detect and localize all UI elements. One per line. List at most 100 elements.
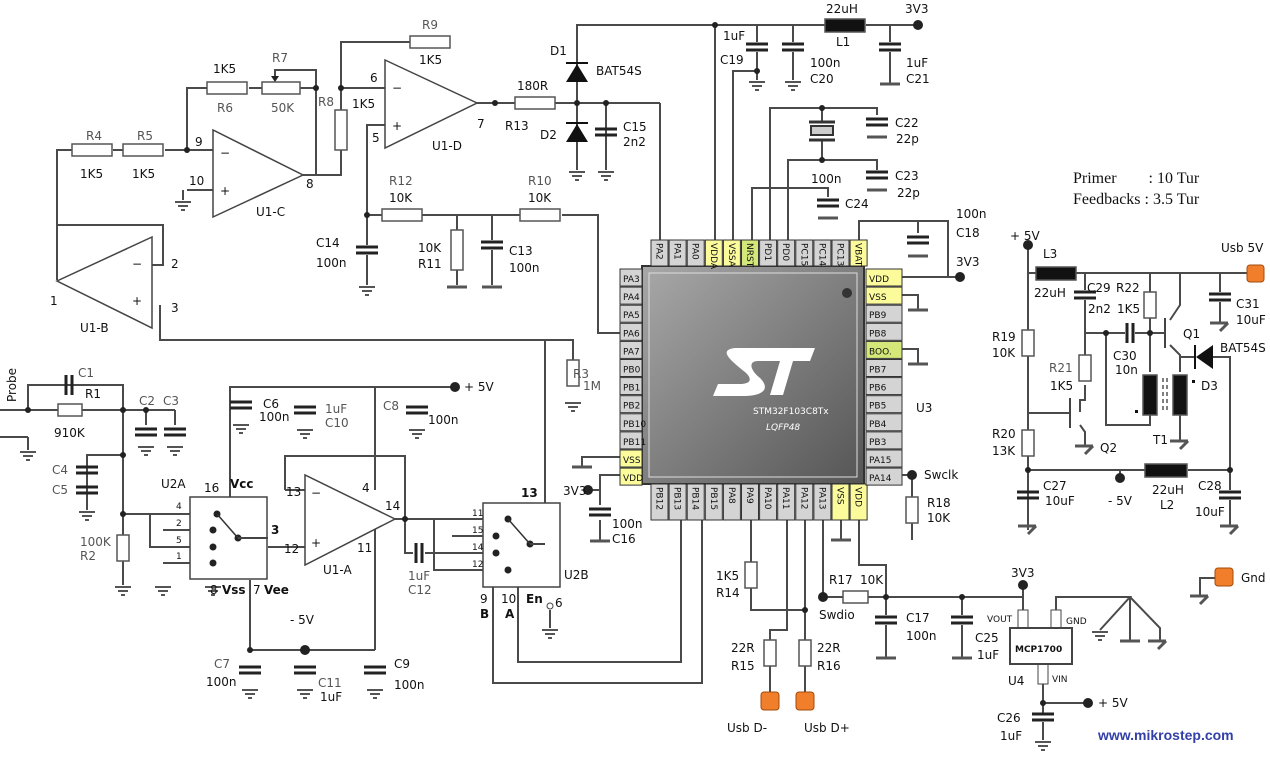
mcu-pin-pa14	[865, 467, 903, 486]
label: 10	[189, 174, 204, 188]
mcu-part: STM32F103C8Tx	[753, 407, 829, 417]
mcu-pin-label: PA11	[780, 487, 790, 509]
mcu-pin-pb9	[865, 304, 903, 323]
label: 100n	[956, 207, 987, 221]
c22-label: C22	[895, 116, 919, 130]
mcu-pin-vbat	[849, 239, 868, 267]
label: 1	[176, 552, 182, 562]
opamps: −+ −+ −+ −+	[55, 58, 479, 567]
mcu-pin-label: PD0	[780, 243, 790, 261]
r12-label: R12	[389, 174, 413, 188]
mcu-package: LQFP48	[766, 423, 800, 433]
svg-text:−: −	[132, 257, 142, 271]
u1a-label: U1-A	[323, 563, 352, 577]
transformer	[1135, 374, 1195, 416]
r2-value: 100K	[80, 535, 112, 549]
transistors	[1069, 318, 1166, 428]
label: 50K	[271, 101, 295, 115]
label: 3V3	[905, 2, 928, 16]
connector-pads[interactable]	[760, 264, 1265, 711]
label: A	[505, 607, 515, 621]
r2-label: R2	[80, 549, 96, 563]
wires	[0, 24, 1255, 740]
analog-switches	[189, 496, 561, 610]
label: 10K	[418, 241, 442, 255]
mcu-body	[641, 265, 865, 485]
c13-label: C13	[509, 244, 533, 258]
mcu-pin-label: PB2	[623, 402, 640, 412]
usb-dm-pad	[760, 691, 780, 711]
mcu-pin-label: PA0	[690, 243, 700, 260]
label: 10uF	[1195, 505, 1225, 519]
label: 100n	[509, 261, 540, 275]
label: 1K5	[352, 97, 375, 111]
label: 10K	[927, 511, 951, 525]
r1-value: 910K	[54, 426, 86, 440]
label: 3V3	[1011, 566, 1034, 580]
note-feedback: Feedbacks : 3.5 Tur	[1073, 191, 1200, 208]
mcu-pin-label: PB7	[869, 366, 886, 376]
r4-label: R4	[86, 129, 102, 143]
c11-label: C11	[318, 676, 342, 690]
svg-text:+: +	[220, 184, 230, 198]
mcu-pin-label: PA4	[623, 293, 640, 303]
label: 100n	[259, 410, 290, 424]
mcu-pin-pa8	[722, 483, 741, 521]
mcu-pin-label: VSS	[835, 487, 845, 505]
mcu-pin-pb6	[865, 377, 903, 396]
mcu-pin-label: BOO.	[869, 347, 892, 357]
c26-label: C26	[997, 711, 1021, 725]
svg-text:−: −	[311, 486, 321, 500]
mcu-pin-pb13	[668, 483, 687, 521]
mcu-pin-label: PA6	[623, 329, 640, 339]
label: 10K	[860, 573, 884, 587]
mcu-pin-pb15	[704, 483, 723, 521]
r16-label: R16	[817, 659, 841, 673]
label: 1K5	[80, 167, 103, 181]
label: 10	[501, 592, 516, 606]
label: 7	[253, 583, 261, 597]
mcu-pin-label: NRST	[744, 243, 754, 268]
mcu-pin-label: PA5	[623, 311, 640, 321]
mcu-pin-pb0	[619, 359, 643, 377]
c1-label: C1	[78, 366, 94, 380]
label: 1	[50, 294, 58, 308]
u2b-label: U2B	[564, 568, 589, 582]
l3-label: L3	[1043, 247, 1057, 261]
c23-label: C23	[895, 169, 919, 183]
c6-label: C6	[263, 397, 279, 411]
c2-label: C2	[139, 394, 155, 408]
label: GND	[1066, 617, 1087, 627]
mcu-pin-label: VDD	[853, 487, 863, 507]
website-link[interactable]: www.mikrostep.com	[1097, 727, 1234, 743]
label: 3V3	[563, 484, 586, 498]
mcu-pin-pa3	[619, 268, 643, 287]
usb-dp-label: Usb D+	[804, 721, 850, 735]
net-p5v: + 5V	[464, 380, 495, 394]
mcu-pin-label: VBAT	[853, 243, 863, 267]
c10-label: C10	[325, 416, 349, 430]
mcu-pin-vss	[865, 286, 903, 305]
label: 1uF	[320, 690, 342, 704]
r14-label: R14	[716, 586, 740, 600]
usb-dp-pad	[795, 691, 815, 711]
u2a-vcc: Vcc	[230, 477, 254, 491]
mcu-pin-label: PA10	[762, 487, 772, 510]
swdio-label: Swdio	[819, 608, 855, 622]
r1-label: R1	[85, 387, 101, 401]
mcu-pin-pa10	[759, 483, 778, 521]
mcu-pin-pc13	[831, 239, 850, 267]
mcu-pin-label: PB9	[869, 311, 887, 321]
mcu-pin-vdd	[865, 268, 903, 287]
mcu-pin-pb2	[619, 395, 643, 414]
u1c-label: U1-C	[256, 205, 285, 219]
mcu-ref: U3	[916, 401, 932, 415]
label: 3	[171, 301, 179, 315]
mcu-pin-label: PB1	[623, 384, 640, 394]
svg-text:+: +	[392, 119, 402, 133]
gnd-pad	[1214, 567, 1234, 587]
mcu-pin-pa6	[619, 322, 643, 341]
mcu-pin-label: PA2	[654, 243, 664, 260]
label: Vee	[264, 583, 289, 597]
label: 1uF	[325, 402, 347, 416]
